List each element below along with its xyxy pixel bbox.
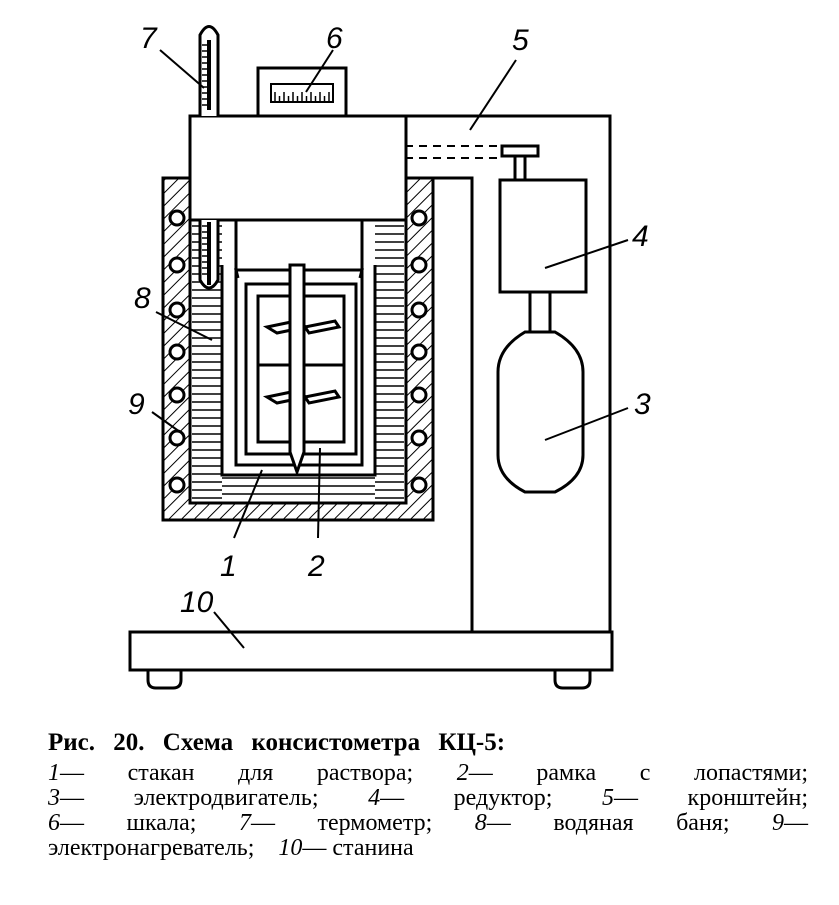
- scale-ticks: [274, 92, 330, 102]
- legend-item: 8— водяная баня;: [474, 810, 730, 836]
- label-2: 2: [307, 550, 325, 583]
- consistometer-diagram: 7 6 5 4 3 8 9 1 2 10: [128, 22, 651, 690]
- label-9: 9: [128, 388, 145, 421]
- legend-item: 3— электродвигатель;: [48, 785, 319, 811]
- part-labels: 7 6 5 4 3 8 9 1 2 10: [128, 22, 651, 619]
- caption-title: Рис. 20. Схема консистометра КЦ-5:: [48, 729, 506, 756]
- caption-line: 1— стакан для раствора; 2— рамка с лопас…: [48, 761, 808, 786]
- label-7: 7: [140, 22, 158, 55]
- label-1: 1: [220, 550, 237, 583]
- legend-item: 9—: [772, 810, 809, 836]
- caption-line: 6— шкала; 7— термометр; 8— водяная баня;…: [48, 811, 808, 836]
- legend-item: 10— станина: [278, 835, 414, 861]
- label-10: 10: [180, 586, 214, 619]
- legend-item: 1— стакан для раствора;: [48, 760, 414, 786]
- label-5: 5: [512, 24, 529, 57]
- leader-lines: [151, 49, 629, 649]
- instrument-head: [188, 114, 408, 222]
- label-8: 8: [134, 282, 151, 315]
- legend-item: 6— шкала;: [48, 810, 197, 836]
- electric-motor: [496, 330, 585, 494]
- scale: [256, 66, 348, 118]
- paddle-frame: [256, 263, 346, 477]
- thermometer: [198, 25, 220, 290]
- figure-caption: Рис. 20. Схема консистометра КЦ-5: 1— ст…: [48, 730, 808, 861]
- stand-base: [128, 630, 614, 690]
- gear-reducer: [498, 144, 588, 332]
- legend-item: 4— редуктор;: [368, 785, 553, 811]
- caption-line: 3— электродвигатель; 4— редуктор; 5— кро…: [48, 786, 808, 811]
- legend-item: 2— рамка с лопастями;: [456, 760, 809, 786]
- label-4: 4: [632, 220, 649, 253]
- thermometer-scale: [202, 44, 207, 275]
- legend-item: 7— термометр;: [238, 810, 433, 836]
- legend-item-continued: электронагреватель;: [48, 835, 255, 861]
- label-6: 6: [326, 22, 343, 55]
- caption-line: электронагреватель; 10— станина: [48, 836, 808, 861]
- legend-item: 5— кронштейн;: [601, 785, 809, 811]
- label-3: 3: [634, 388, 651, 421]
